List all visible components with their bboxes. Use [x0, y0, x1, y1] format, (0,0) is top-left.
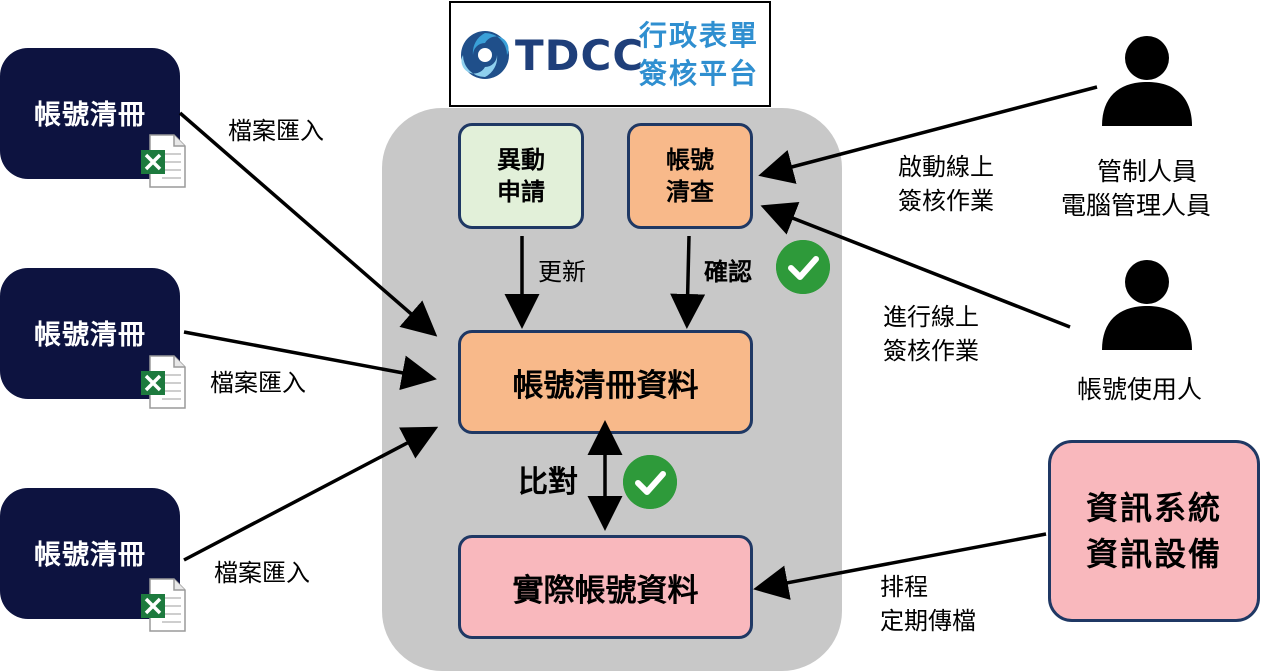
account-list-data-label: 帳號清冊資料: [512, 367, 699, 404]
swirl-logo-icon: [461, 31, 509, 79]
actual-account-data-node: 實際帳號資料: [458, 535, 753, 639]
source-title: 帳號清冊: [34, 320, 146, 351]
person-icon: [1102, 36, 1192, 126]
account-review-line2: 清查: [666, 178, 714, 206]
schedule-line2: 定期傳檔: [880, 607, 976, 635]
source-title: 帳號清冊: [34, 100, 146, 131]
tdcc-logo: TDCC 行政表單 簽核平台: [449, 1, 771, 107]
account-review-node: 帳號 清查: [627, 123, 753, 229]
compare-label: 比對: [518, 465, 578, 500]
user-label: 帳號使用人: [1077, 375, 1203, 404]
info-system-line1: 資訊系統: [1085, 489, 1222, 527]
info-system-line2: 資訊設備: [1085, 535, 1222, 573]
actual-account-data-label: 實際帳號資料: [512, 572, 699, 609]
source-title: 帳號清冊: [34, 540, 146, 571]
logo-subtitle-line2: 簽核平台: [639, 57, 760, 90]
controller-action-label: 啟動線上 簽核作業: [898, 150, 994, 218]
account-review-line1: 帳號: [666, 146, 714, 174]
update-label: 更新: [538, 258, 586, 286]
controller-action-line2: 簽核作業: [898, 187, 994, 215]
change-request-line2: 申請: [497, 178, 545, 206]
excel-file-icon: [141, 355, 186, 409]
excel-file-icon: [141, 578, 186, 632]
import-label-2: 檔案匯入: [210, 369, 306, 397]
controller-label-line2: 電腦管理人員: [1061, 191, 1212, 220]
import-label-1: 檔案匯入: [228, 117, 324, 145]
user-action-line2: 簽核作業: [883, 337, 979, 365]
schedule-line1: 排程: [880, 573, 928, 601]
confirm-label: 確認: [704, 258, 752, 286]
check-icon: [776, 240, 830, 294]
info-system-node: 資訊系統 資訊設備: [1048, 440, 1260, 622]
user-action-label: 進行線上 簽核作業: [883, 300, 979, 368]
controller-label: 管制人員: [1090, 154, 1204, 189]
change-request-node: 異動 申請: [458, 123, 584, 229]
schedule-label: 排程 定期傳檔: [880, 570, 976, 638]
import-label-3: 檔案匯入: [214, 559, 310, 587]
user-action-line1: 進行線上: [883, 303, 979, 331]
excel-file-icon: [141, 134, 186, 188]
person-icon: [1102, 260, 1192, 350]
controller-action-line1: 啟動線上: [898, 153, 994, 181]
logo-subtitle: 行政表單 簽核平台: [639, 17, 759, 93]
logo-subtitle-line1: 行政表單: [639, 19, 760, 52]
source-box-1: 帳號清冊: [0, 48, 180, 179]
change-request-line1: 異動: [497, 146, 545, 174]
brand-name: TDCC: [515, 31, 645, 80]
check-icon: [623, 455, 677, 509]
controller-line1: 管制人員: [1096, 157, 1197, 186]
account-list-data-node: 帳號清冊資料: [458, 330, 753, 434]
